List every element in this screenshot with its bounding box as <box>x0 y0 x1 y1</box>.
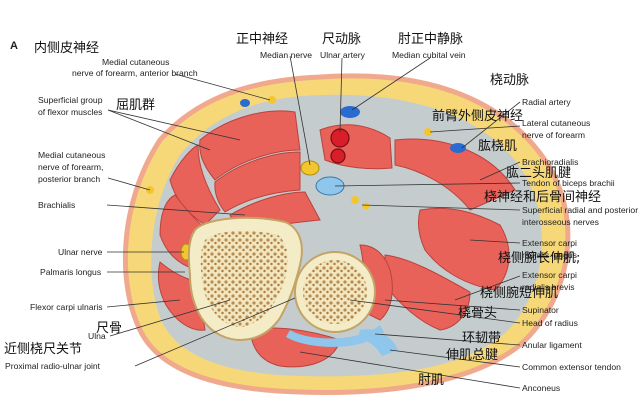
flexor-carpi-ulnaris-muscle <box>157 261 206 331</box>
label-prox-ru-joint-zh: 近侧桡尺关节 <box>4 342 83 357</box>
muscle-group <box>157 110 516 368</box>
panel-label: A <box>10 40 18 52</box>
label-radial-artery-zh: 桡动脉 <box>490 73 530 88</box>
label-radial-interosseous-zh: 桡神经和后骨间神经 <box>484 190 602 205</box>
radial-nerve-shape <box>351 196 359 204</box>
median-nerve-shape <box>300 160 320 176</box>
flexor-muscle-2 <box>214 151 301 213</box>
label-anconeus-en: Anconeus <box>522 383 561 393</box>
ecrl-muscle <box>417 207 510 291</box>
label-median-cubital-vein-en: Median cubital vein <box>392 50 466 60</box>
label-common-ext-zh: 伸肌总腱 <box>446 348 499 363</box>
label-ecrb-en-1: Extensor carpi <box>522 270 577 280</box>
label-med-cut-post-1: Medial cutaneous <box>38 150 106 160</box>
basilic-vein-vessel <box>240 99 250 107</box>
med-cut-ant-nerve-shape <box>268 96 276 104</box>
lat-cut-nerve-shape <box>424 128 432 136</box>
label-ecrb-zh: 桡侧腕短伸肌 <box>480 286 559 301</box>
label-radial-artery-en: Radial artery <box>522 97 571 107</box>
label-palmaris-longus-en: Palmaris longus <box>40 267 102 277</box>
label-supinator-en: Supinator <box>522 305 559 315</box>
label-anconeus-zh: 肘肌 <box>418 373 445 388</box>
label-biceps-tendon-zh: 肱二头肌腱 <box>506 166 572 181</box>
radius-marrow <box>303 260 367 324</box>
label-superficial-flexors-2: of flexor muscles <box>38 107 103 117</box>
label-flexor-group-zh: 屈肌群 <box>116 98 156 113</box>
flexor-muscle-1 <box>199 110 301 181</box>
label-ulna-en: Ulna <box>88 331 106 341</box>
label-lat-cut-en-1: Lateral cutaneous <box>522 118 591 128</box>
ulna-marrow <box>200 230 288 327</box>
label-annular-zh: 环韧带 <box>462 331 502 346</box>
common-extensor-tendon-shape <box>358 329 398 356</box>
median-cubital-vein-vessel <box>340 106 360 118</box>
label-brachioradialis-zh: 肱桡肌 <box>478 139 518 154</box>
label-med-cut-post-3: posterior branch <box>38 174 101 184</box>
label-prox-ru-joint-en: Proximal radio-ulnar joint <box>5 361 101 371</box>
label-ecrl-zh: 桡侧腕长伸肌; <box>498 251 581 266</box>
label-biceps-tendon-en: Tendon of biceps brachii <box>522 178 615 188</box>
label-annular-en: Anular ligament <box>522 340 582 350</box>
ulnar-artery-vessel-2 <box>330 148 346 164</box>
label-median-nerve-en: Median nerve <box>260 50 313 60</box>
annular-ligament-shape <box>286 325 384 347</box>
label-head-radius-zh: 桡骨头 <box>458 306 498 321</box>
label-ecrl-en-2: radialis longus <box>522 250 577 260</box>
label-brachioradialis-en: Brachioradialis <box>522 157 579 167</box>
label-ulnar-artery-zh: 尺动脉 <box>322 32 362 47</box>
anconeus-muscle <box>249 327 341 368</box>
brachioradialis-muscle <box>394 138 516 211</box>
interosseous-nerve-shape <box>362 202 370 210</box>
label-fcu-en: Flexor carpi ulnaris <box>30 302 103 312</box>
label-brachialis-en: Brachialis <box>38 200 76 210</box>
label-med-cut-post-2: nerve of forearm, <box>38 162 104 172</box>
label-median-cubital-vein-zh: 肘正中静脉 <box>398 32 464 47</box>
neurovascular <box>146 96 466 274</box>
label-sup-radial-en-1: Superficial radial and posterior <box>522 205 639 215</box>
label-ecrb-en-2: radialis brevis <box>522 282 575 292</box>
label-lat-cut-en-2: nerve of forearm <box>522 130 586 140</box>
label-ulnar-nerve-en: Ulnar nerve <box>58 247 103 257</box>
label-head-radius-en: Head of radius <box>522 318 578 328</box>
label-superficial-flexors-1: Superficial group <box>38 95 103 105</box>
label-common-ext-en: Common extensor tendon <box>522 362 621 372</box>
label-sup-radial-en-2: interosseous nerves <box>522 217 599 227</box>
label-med-cut-ant-1: Medial cutaneous <box>102 57 170 67</box>
label-med-cut-ant-2: nerve of forearm, anterior branch <box>72 68 198 78</box>
cephalic-vein-vessel <box>450 143 466 153</box>
label-lat-cut-zh: 前臂外侧皮神经 <box>432 109 524 124</box>
label-median-nerve-zh: 正中神经 <box>236 32 289 47</box>
label-ecrl-en-1: Extensor carpi <box>522 238 577 248</box>
label-med-cut-zh: 内侧皮神经 <box>34 41 100 56</box>
leader-lines <box>106 55 521 389</box>
label-ulna-zh: 尺骨 <box>96 321 123 336</box>
label-ulnar-artery-en: Ulnar artery <box>320 50 365 60</box>
